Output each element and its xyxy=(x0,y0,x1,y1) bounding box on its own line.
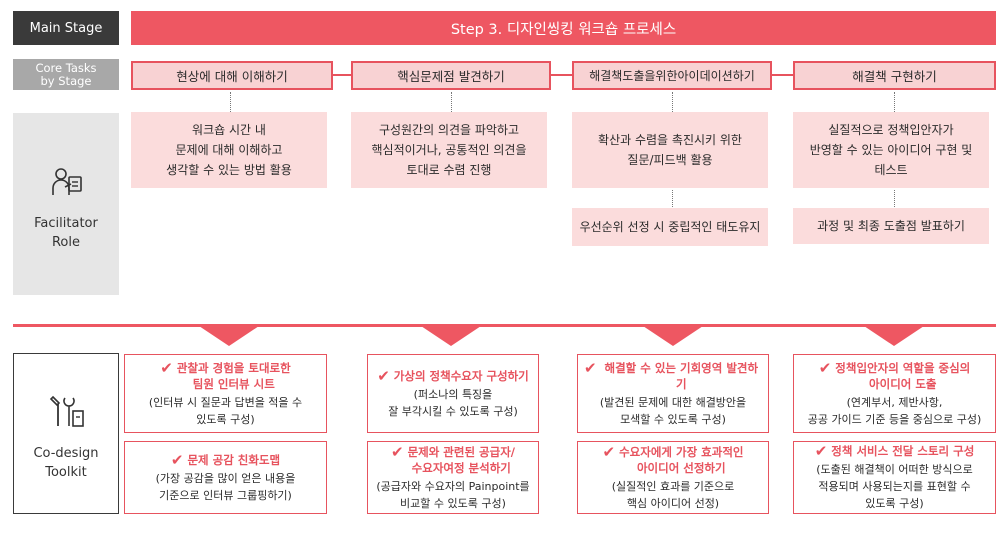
core-tasks-text: Core Tasks by Stage xyxy=(35,60,97,88)
stage-label: 현상에 대해 이해하기 xyxy=(176,69,288,84)
tool-box: ✔ 수요자에게 가장 효과적인 아이디어 선정하기 (실질적인 효과를 기준으로… xyxy=(577,441,769,514)
tool-title: 정책 서비스 전달 스토리 구성 xyxy=(831,444,975,458)
tool-desc: (연계부서, 제반사항, 공공 가이드 기준 등을 중심으로 구성) xyxy=(807,395,982,426)
down-arrow-icon xyxy=(864,326,924,346)
role-box-4b: 과정 및 최종 도출점 발표하기 xyxy=(793,208,989,244)
tool-title: 관찰과 경험을 토대로한 팀원 인터뷰 시트 xyxy=(176,360,291,391)
codesign-toolkit-label: Co-design Toolkit xyxy=(13,443,119,483)
check-mark-icon: ✔ xyxy=(170,450,184,469)
stage-label: 해결책도출을위한아이데이션하기 xyxy=(589,69,755,83)
toolkit-tools-icon xyxy=(49,395,84,427)
tool-title: 해결할 수 있는 기회영역 발견하기 xyxy=(604,360,759,391)
main-stage-label: Main Stage xyxy=(13,11,119,45)
tool-box: ✔ 문제 공감 친화도맵 (가장 공감을 많이 얻은 내용을 기준으로 인터뷰 … xyxy=(124,441,327,514)
tool-desc: (도출된 해결책이 어떠한 방식으로 적용되며 사용되는지를 표현할 수 있도록… xyxy=(816,463,973,510)
dotted-connector xyxy=(672,190,673,207)
check-mark-icon: ✔ xyxy=(160,358,173,377)
stage-connector xyxy=(331,74,353,76)
step-header-title: Step 3. 디자인씽킹 워크숍 프로세스 xyxy=(450,21,677,38)
tool-title-row: ✔ 정책입안자의 역할을 중심의 아이디어 도출 xyxy=(819,360,971,392)
tool-title-row: ✔ 정책 서비스 전달 스토리 구성 xyxy=(815,443,975,459)
codesign-toolkit-text: Co-design Toolkit xyxy=(33,446,99,480)
tool-title: 문제와 관련된 공급자/ 수요자여정 분석하기 xyxy=(407,444,515,475)
codesign-panel xyxy=(13,353,119,514)
step-header: Step 3. 디자인씽킹 워크숍 프로세스 xyxy=(131,11,996,45)
tool-title: 수요자에게 가장 효과적인 아이디어 선정하기 xyxy=(619,444,744,475)
down-arrow-icon xyxy=(421,326,481,346)
tool-box: ✔ 정책 서비스 전달 스토리 구성 (도출된 해결책이 어떠한 방식으로 적용… xyxy=(793,441,996,514)
dotted-connector xyxy=(894,190,895,207)
role-box-4a: 실질적으로 정책입안자가 반영할 수 있는 아이디어 구현 및 테스트 xyxy=(793,112,989,188)
tool-desc: (실질적인 효과를 기준으로 핵심 아이디어 선정) xyxy=(611,479,735,510)
stage-box-4: 해결책 구현하기 xyxy=(793,61,996,90)
tool-title: 문제 공감 친화도맵 xyxy=(187,452,281,467)
tool-desc: (가장 공감을 많이 얻은 내용을 기준으로 인터뷰 그룹핑하기) xyxy=(155,471,296,502)
role-text: 확산과 수렴을 촉진시키 위한 질문/피드백 활용 xyxy=(598,133,742,167)
down-arrow-icon xyxy=(643,326,703,346)
tool-title-row: ✔ 관찰과 경험을 토대로한 팀원 인터뷰 시트 xyxy=(160,360,290,392)
stage-box-1: 현상에 대해 이해하기 xyxy=(131,61,333,90)
role-text: 우선순위 선정 시 중립적인 태도유지 xyxy=(579,220,761,234)
dotted-connector xyxy=(230,92,231,112)
stage-label: 해결책 구현하기 xyxy=(852,69,937,84)
facilitator-person-icon xyxy=(52,168,82,195)
section-divider xyxy=(13,324,996,327)
tool-desc: (공급자와 수요자의 Painpoint를 비교할 수 있도록 구성) xyxy=(376,479,530,510)
check-mark-icon: ✔ xyxy=(818,358,832,377)
core-tasks-label: Core Tasks by Stage xyxy=(13,59,119,90)
check-mark-icon: ✔ xyxy=(377,366,390,385)
tool-title: 정책입안자의 역할을 중심의 아이디어 도출 xyxy=(835,360,971,391)
role-text: 구성원간의 의견을 파악하고 핵심적이거나, 공통적인 의견을 토대로 수렴 진… xyxy=(371,123,527,177)
role-text: 실질적으로 정책입안자가 반영할 수 있는 아이디어 구현 및 테스트 xyxy=(809,123,973,177)
role-box-2: 구성원간의 의견을 파악하고 핵심적이거나, 공통적인 의견을 토대로 수렴 진… xyxy=(351,112,547,188)
role-box-3b: 우선순위 선정 시 중립적인 태도유지 xyxy=(572,208,768,246)
tool-box: ✔ 정책입안자의 역할을 중심의 아이디어 도출 (연계부서, 제반사항, 공공… xyxy=(793,354,996,433)
check-mark-icon: ✔ xyxy=(390,442,404,461)
tool-box: ✔ 해결할 수 있는 기회영역 발견하기 (발견된 문제에 대한 해결방안을 모… xyxy=(577,354,769,433)
role-box-3a: 확산과 수렴을 촉진시키 위한 질문/피드백 활용 xyxy=(572,112,768,188)
tool-box: ✔ 문제와 관련된 공급자/ 수요자여정 분석하기 (공급자와 수요자의 Pai… xyxy=(367,441,539,514)
down-arrow-icon xyxy=(199,326,259,346)
tool-box: ✔ 관찰과 경험을 토대로한 팀원 인터뷰 시트 (인터뷰 시 질문과 답변을 … xyxy=(124,354,327,433)
dotted-connector xyxy=(672,92,673,112)
check-mark-icon: ✔ xyxy=(584,358,597,377)
tool-title-row: ✔ 가상의 정책수요자 구성하기 xyxy=(377,368,529,384)
dotted-connector xyxy=(894,92,895,112)
role-box-1: 워크숍 시간 내 문제에 대해 이해하고 생각할 수 있는 방법 활용 xyxy=(131,112,327,188)
tool-title-row: ✔ 문제와 관련된 공급자/ 수요자여정 분석하기 xyxy=(391,444,515,476)
stage-box-2: 핵심문제점 발견하기 xyxy=(351,61,551,90)
check-mark-icon: ✔ xyxy=(602,442,616,461)
facilitator-panel xyxy=(13,113,119,295)
tool-desc: (퍼소나의 특징을 잘 부각시킬 수 있도록 구성) xyxy=(388,387,518,418)
tool-title: 가상의 정책수요자 구성하기 xyxy=(393,368,529,383)
role-text: 과정 및 최종 도출점 발표하기 xyxy=(817,219,965,233)
check-mark-icon: ✔ xyxy=(814,442,828,460)
role-text: 워크숍 시간 내 문제에 대해 이해하고 생각할 수 있는 방법 활용 xyxy=(166,123,292,177)
tool-box: ✔ 가상의 정책수요자 구성하기 (퍼소나의 특징을 잘 부각시킬 수 있도록 … xyxy=(367,354,539,433)
facilitator-role-label: Facilitator Role xyxy=(13,213,119,253)
tool-desc: (인터뷰 시 질문과 답변을 적을 수 있도록 구성) xyxy=(148,395,303,426)
dotted-connector xyxy=(451,92,452,112)
stage-box-3: 해결책도출을위한아이데이션하기 xyxy=(572,61,772,90)
stage-connector xyxy=(770,74,795,76)
main-stage-text: Main Stage xyxy=(29,20,103,36)
tool-title-row: ✔ 해결할 수 있는 기회영역 발견하기 xyxy=(584,360,762,392)
tool-title-row: ✔ 수요자에게 가장 효과적인 아이디어 선정하기 xyxy=(603,444,744,476)
stage-label: 핵심문제점 발견하기 xyxy=(397,69,505,84)
tool-desc: (발견된 문제에 대한 해결방안을 모색할 수 있도록 구성) xyxy=(599,395,747,426)
stage-connector xyxy=(549,74,574,76)
tool-title-row: ✔ 문제 공감 친화도맵 xyxy=(171,452,280,468)
facilitator-role-text: Facilitator Role xyxy=(34,216,98,250)
